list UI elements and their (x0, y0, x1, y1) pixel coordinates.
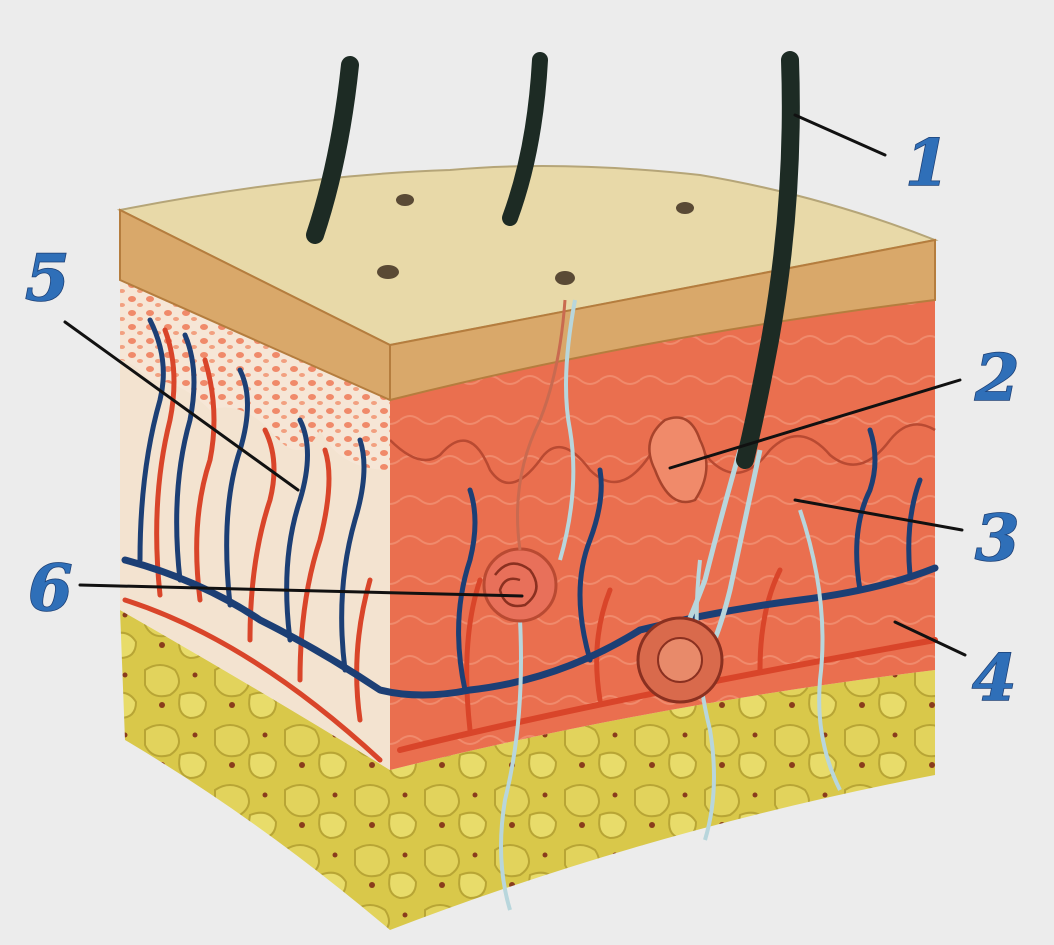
label-3: 3 (975, 501, 1020, 576)
label-6: 6 (28, 551, 73, 626)
label-2: 2 (974, 341, 1020, 416)
label-1: 1 (905, 126, 950, 201)
label-5: 5 (25, 241, 70, 316)
label-4: 4 (972, 641, 1017, 716)
leader-line-1 (795, 115, 885, 155)
